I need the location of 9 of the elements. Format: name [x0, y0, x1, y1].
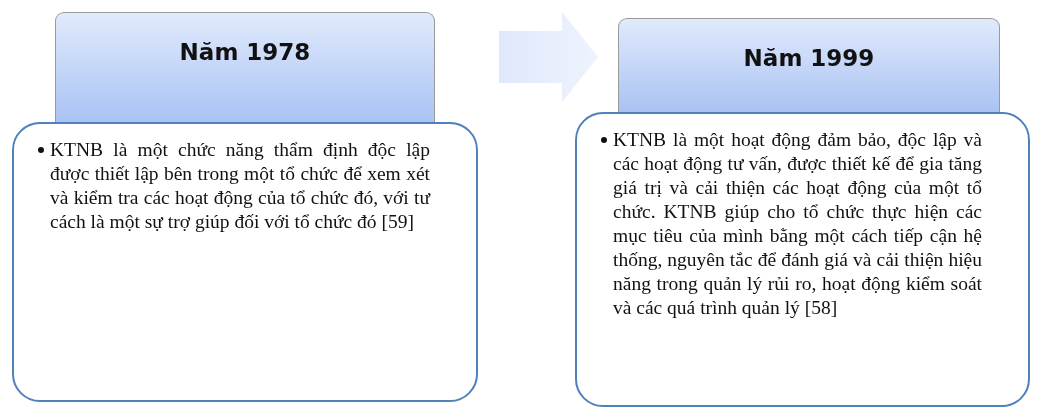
- description-box: [575, 112, 1030, 407]
- year-heading: Năm 1978: [179, 39, 311, 67]
- block-arrow: [499, 12, 598, 102]
- bullet-text: KTNB là một chức năng thẩm định độc lập được thiết lập bên trong một tổ chức để xem xét và kiểm tra các hoạt động của tổ chức đó, với tư cách là một sự trợ giúp đối với tổ chức đó [59]: [50, 138, 430, 234]
- year-header-box: [618, 18, 1000, 112]
- bullet-text: KTNB là một hoạt động đảm bảo, độc lập và các hoạt động tư vấn, được thiết kế để gia tăng giá trị và cải thiện các hoạt động của một tổ chức. KTNB giúp cho tổ chức thực hiện các mục tiêu của mình bằng một cách tiếp cận hệ thống, nguyên tắc để đánh giá và cải thiện hiệu năng trong quản lý rủi ro, hoạt động kiểm soát và các quá trình quản lý [58]: [613, 128, 982, 320]
- description-box: [12, 122, 478, 402]
- year-header-box: [55, 12, 435, 122]
- year-heading: Năm 1999: [743, 45, 875, 73]
